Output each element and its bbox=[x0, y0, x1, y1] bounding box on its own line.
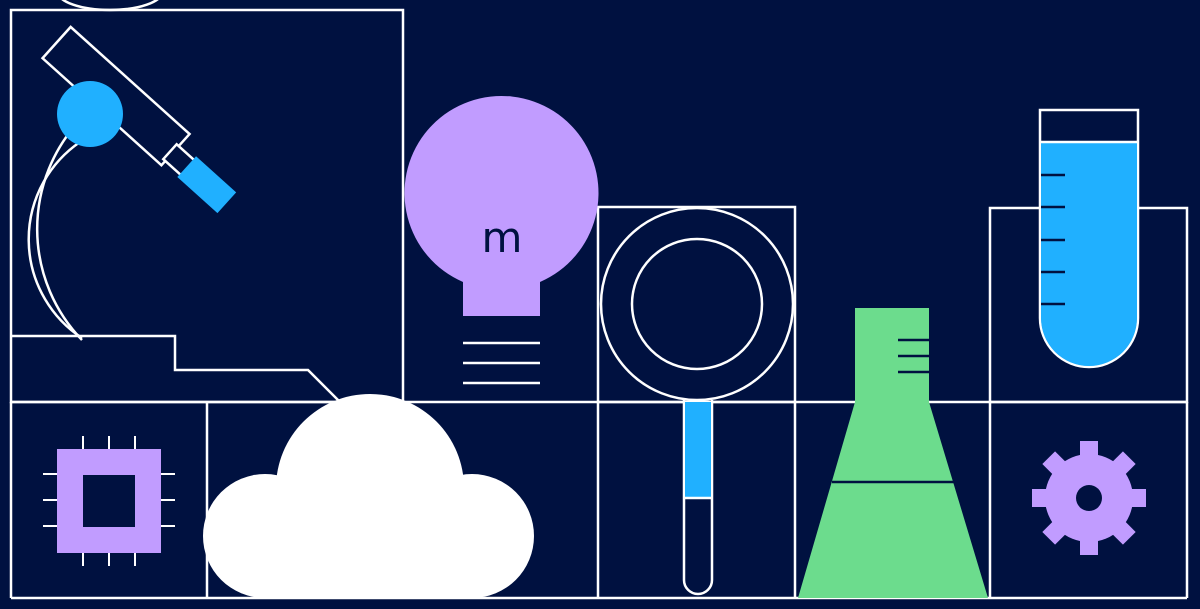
gear-icon bbox=[1032, 441, 1146, 555]
bulb-letter: m bbox=[482, 213, 523, 262]
flask-icon bbox=[798, 308, 988, 598]
magnifying-glass-icon bbox=[599, 206, 795, 596]
microscope-icon bbox=[11, 0, 341, 403]
magnifier-handle-fill bbox=[685, 402, 711, 498]
test-tube-icon bbox=[1038, 108, 1140, 369]
chip-icon bbox=[43, 436, 175, 566]
microscope-knob bbox=[57, 81, 123, 147]
cloud-icon bbox=[203, 394, 534, 598]
light-bulb-icon: m bbox=[404, 95, 599, 385]
